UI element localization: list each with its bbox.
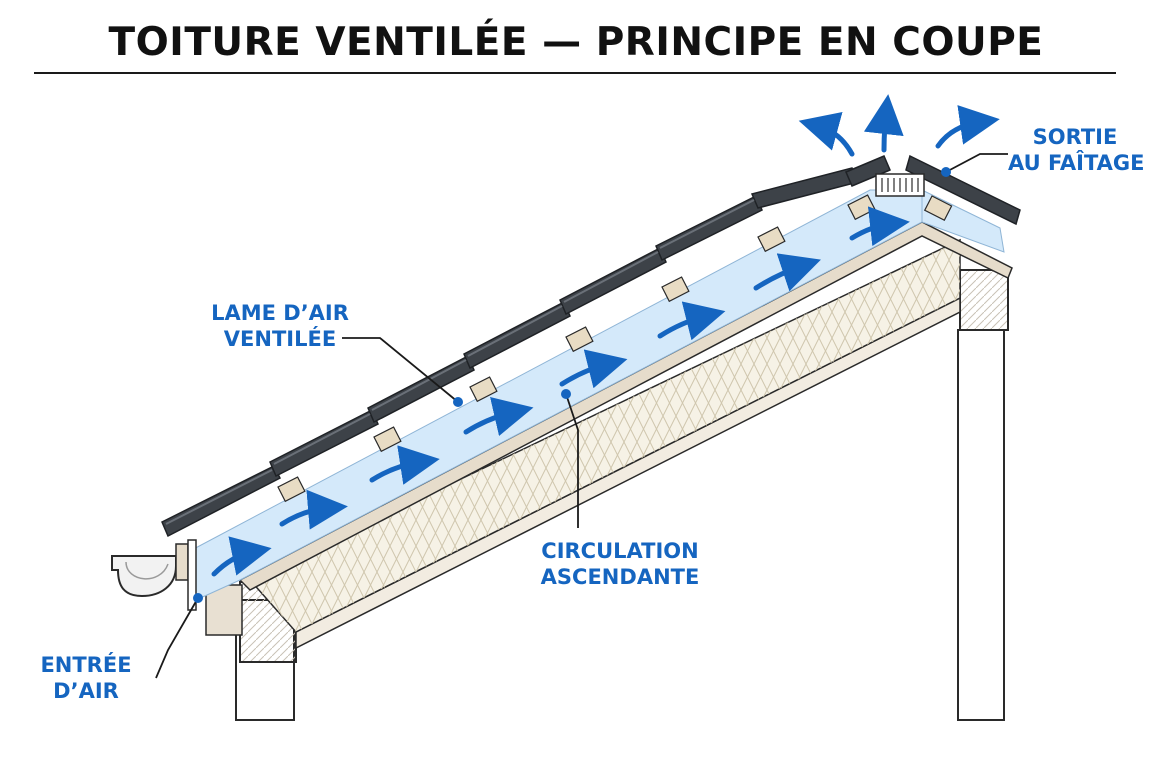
upward-airflow-arrow-icon	[849, 206, 910, 247]
right-wall-plate	[959, 269, 1009, 331]
ridge-vent-icon	[875, 173, 925, 197]
gutter-icon	[111, 539, 197, 611]
upward-airflow-arrow-icon	[863, 94, 904, 153]
label-lame-air: LAME D’AIR VENTILÉE	[210, 300, 350, 352]
tile-highlights	[165, 199, 755, 525]
label-lame-air-line1: LAME D’AIR	[211, 301, 349, 325]
upward-airflow-arrow-icon	[935, 105, 1000, 149]
label-lame-air-line2: VENTILÉE	[223, 327, 337, 351]
page-title: TOITURE VENTILÉE — PRINCIPE EN COUPE	[108, 20, 1044, 65]
upward-airflow-arrow-icon	[279, 489, 348, 530]
upward-airflow-arrow-icon	[463, 397, 534, 436]
upward-airflow-arrow-icon	[753, 253, 821, 292]
label-entree-line2: D’AIR	[53, 679, 119, 703]
label-sortie-line2: AU FAÎTAGE	[1008, 151, 1145, 175]
label-sortie-line1: SORTIE	[1032, 125, 1118, 149]
right-wall	[957, 329, 1005, 721]
label-circulation-line2: ASCENDANTE	[540, 565, 700, 589]
label-entree-air: ENTRÉE D’AIR	[30, 652, 142, 704]
lame-air-leader	[342, 337, 459, 403]
upward-airflow-arrow-icon	[657, 301, 726, 341]
entree-leader	[155, 597, 199, 679]
upward-airflow-arrow-icon	[369, 445, 440, 485]
label-leaders	[155, 153, 1008, 679]
label-entree-line1: ENTRÉE	[40, 653, 132, 677]
roof-tiles	[161, 154, 1021, 538]
label-sortie-faitage: SORTIE AU FAÎTAGE	[1008, 124, 1145, 176]
upward-airflow-arrow-icon	[559, 349, 628, 389]
upward-airflow-arrow-icon	[211, 536, 272, 577]
eave-blocks	[205, 584, 243, 636]
label-circulation: CIRCULATION ASCENDANTE	[530, 538, 710, 590]
title-divider	[34, 72, 1116, 74]
airflow-arrows	[211, 206, 910, 577]
upward-airflow-arrow-icon	[798, 111, 855, 157]
sortie-leader	[945, 153, 1008, 173]
label-circulation-line1: CIRCULATION	[541, 539, 699, 563]
ridge-exit-arrows	[798, 94, 1000, 157]
insulation-pattern	[250, 240, 960, 632]
circulation-leader	[565, 393, 579, 528]
battens	[277, 194, 953, 503]
